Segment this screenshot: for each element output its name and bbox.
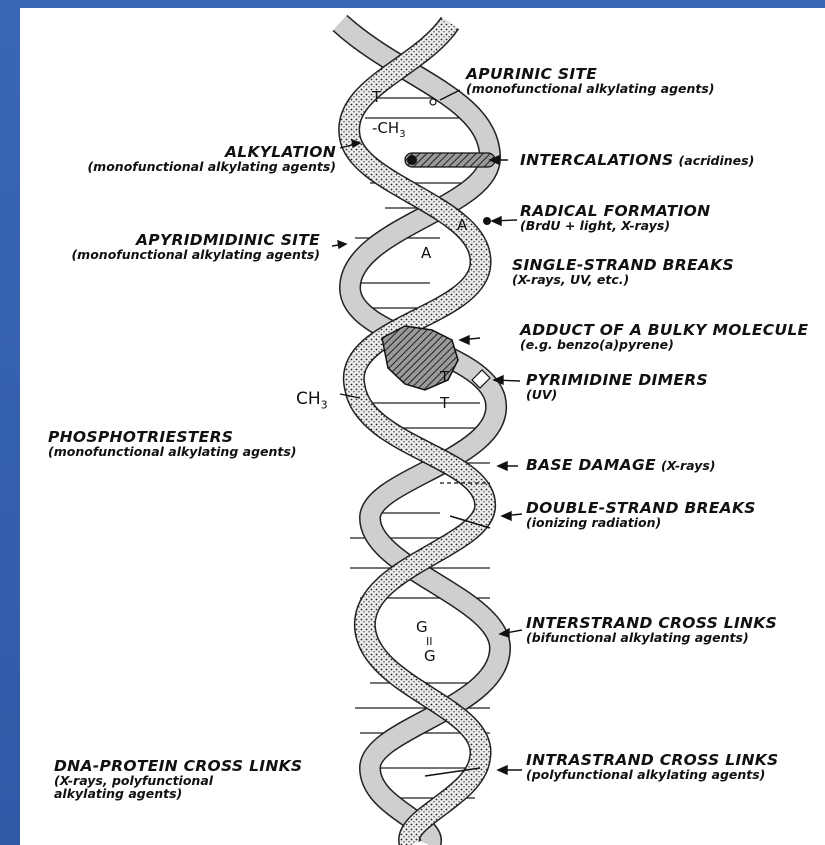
interstrand-sub: (bifunctional alkylating agents): [526, 631, 777, 644]
annotation-bulky-adduct: ADDUCT OF A BULKY MOLECULE (e.g. benzo(a…: [520, 322, 808, 351]
dna-protein-sub-2: alkylating agents): [54, 787, 302, 800]
base-t-dimer-1: T: [440, 370, 449, 386]
single-strand-sub: (X-rays, UV, etc.): [512, 273, 734, 286]
double-strand-sub: (ionizing radiation): [526, 516, 756, 529]
interstrand-title: INTERSTRAND CROSS LINKS: [526, 615, 777, 631]
pyrimidine-sub: (UV): [526, 388, 708, 401]
dna-helix-diagram: [20, 8, 825, 845]
intercalations-title: INTERCALATIONS: [520, 151, 673, 169]
apyridmidinic-title: APYRIDMIDINIC SITE: [20, 232, 320, 248]
annotation-base-damage: BASE DAMAGE (X-rays): [526, 457, 716, 474]
base-damage-sub: (X-rays): [661, 458, 716, 473]
single-strand-title: SINGLE-STRAND BREAKS: [512, 257, 734, 273]
methyl-subscript: 3: [399, 129, 405, 140]
methyl-group-top: -CH3: [372, 121, 406, 141]
radical-title: RADICAL FORMATION: [520, 203, 710, 219]
base-a-2: A: [421, 246, 431, 262]
adduct-sub: (e.g. benzo(a)pyrene): [520, 338, 808, 351]
radical-sub: (BrdU + light, X-rays): [520, 219, 710, 232]
annotation-intrastrand-cross-links: INTRASTRAND CROSS LINKS (polyfunctional …: [526, 752, 779, 781]
annotation-alkylation: ALKYLATION (monofunctional alkylating ag…: [20, 144, 336, 173]
annotation-phosphotriesters: PHOSPHOTRIESTERS (monofunctional alkylat…: [48, 429, 297, 458]
intercalator-dot: [407, 155, 417, 165]
annotation-double-strand-breaks: DOUBLE-STRAND BREAKS (ionizing radiation…: [526, 500, 756, 529]
double-strand-title: DOUBLE-STRAND BREAKS: [526, 500, 756, 516]
methyl-ch-text: CH: [377, 119, 399, 137]
annotation-single-strand-breaks: SINGLE-STRAND BREAKS (X-rays, UV, etc.): [512, 257, 734, 286]
annotation-intercalations: INTERCALATIONS (acridines): [520, 152, 754, 169]
annotation-apurinic-site: APURINIC SITE (monofunctional alkylating…: [466, 66, 715, 95]
base-t-top: T: [372, 90, 381, 106]
base-damage-title: BASE DAMAGE: [526, 456, 656, 474]
pyrimidine-title: PYRIMIDINE DIMERS: [526, 372, 708, 388]
intrastrand-title: INTRASTRAND CROSS LINKS: [526, 752, 779, 768]
apurinic-sub: (monofunctional alkylating agents): [466, 82, 715, 95]
methyl-left-subscript: 3: [321, 398, 328, 411]
base-g-1: G: [416, 620, 428, 636]
methyl-left-text: CH: [296, 389, 321, 409]
apurinic-site-marker: [430, 99, 436, 105]
base-t-dimer-2: T: [440, 396, 449, 412]
phosphotriesters-sub: (monofunctional alkylating agents): [48, 445, 297, 458]
intrastrand-sub: (polyfunctional alkylating agents): [526, 768, 779, 781]
annotation-apyridmidinic-site: APYRIDMIDINIC SITE (monofunctional alkyl…: [20, 232, 320, 261]
base-g-2: G: [424, 649, 436, 665]
guanine-crosslink: II: [426, 636, 433, 648]
intercalator-bar: [405, 153, 495, 167]
phosphotriesters-title: PHOSPHOTRIESTERS: [48, 429, 297, 445]
radical-marker: [483, 217, 491, 225]
alkylation-sub: (monofunctional alkylating agents): [20, 160, 336, 173]
dna-protein-title: DNA-PROTEIN CROSS LINKS: [54, 758, 302, 774]
apyridmidinic-sub: (monofunctional alkylating agents): [20, 248, 320, 261]
annotation-dna-protein-cross-links: DNA-PROTEIN CROSS LINKS (X-rays, polyfun…: [54, 758, 302, 801]
annotation-radical-formation: RADICAL FORMATION (BrdU + light, X-rays): [520, 203, 710, 232]
intercalations-sub: (acridines): [679, 153, 755, 168]
annotation-interstrand-cross-links: INTERSTRAND CROSS LINKS (bifunctional al…: [526, 615, 777, 644]
methyl-group-left: CH3: [296, 391, 328, 411]
base-a-1: A: [457, 218, 467, 234]
apurinic-title: APURINIC SITE: [466, 66, 715, 82]
diagram-page: T -CH3 A A T T CH3 G II G APURINIC SITE …: [20, 8, 825, 845]
alkylation-title: ALKYLATION: [20, 144, 336, 160]
adduct-title: ADDUCT OF A BULKY MOLECULE: [520, 322, 808, 338]
annotation-pyrimidine-dimers: PYRIMIDINE DIMERS (UV): [526, 372, 708, 401]
